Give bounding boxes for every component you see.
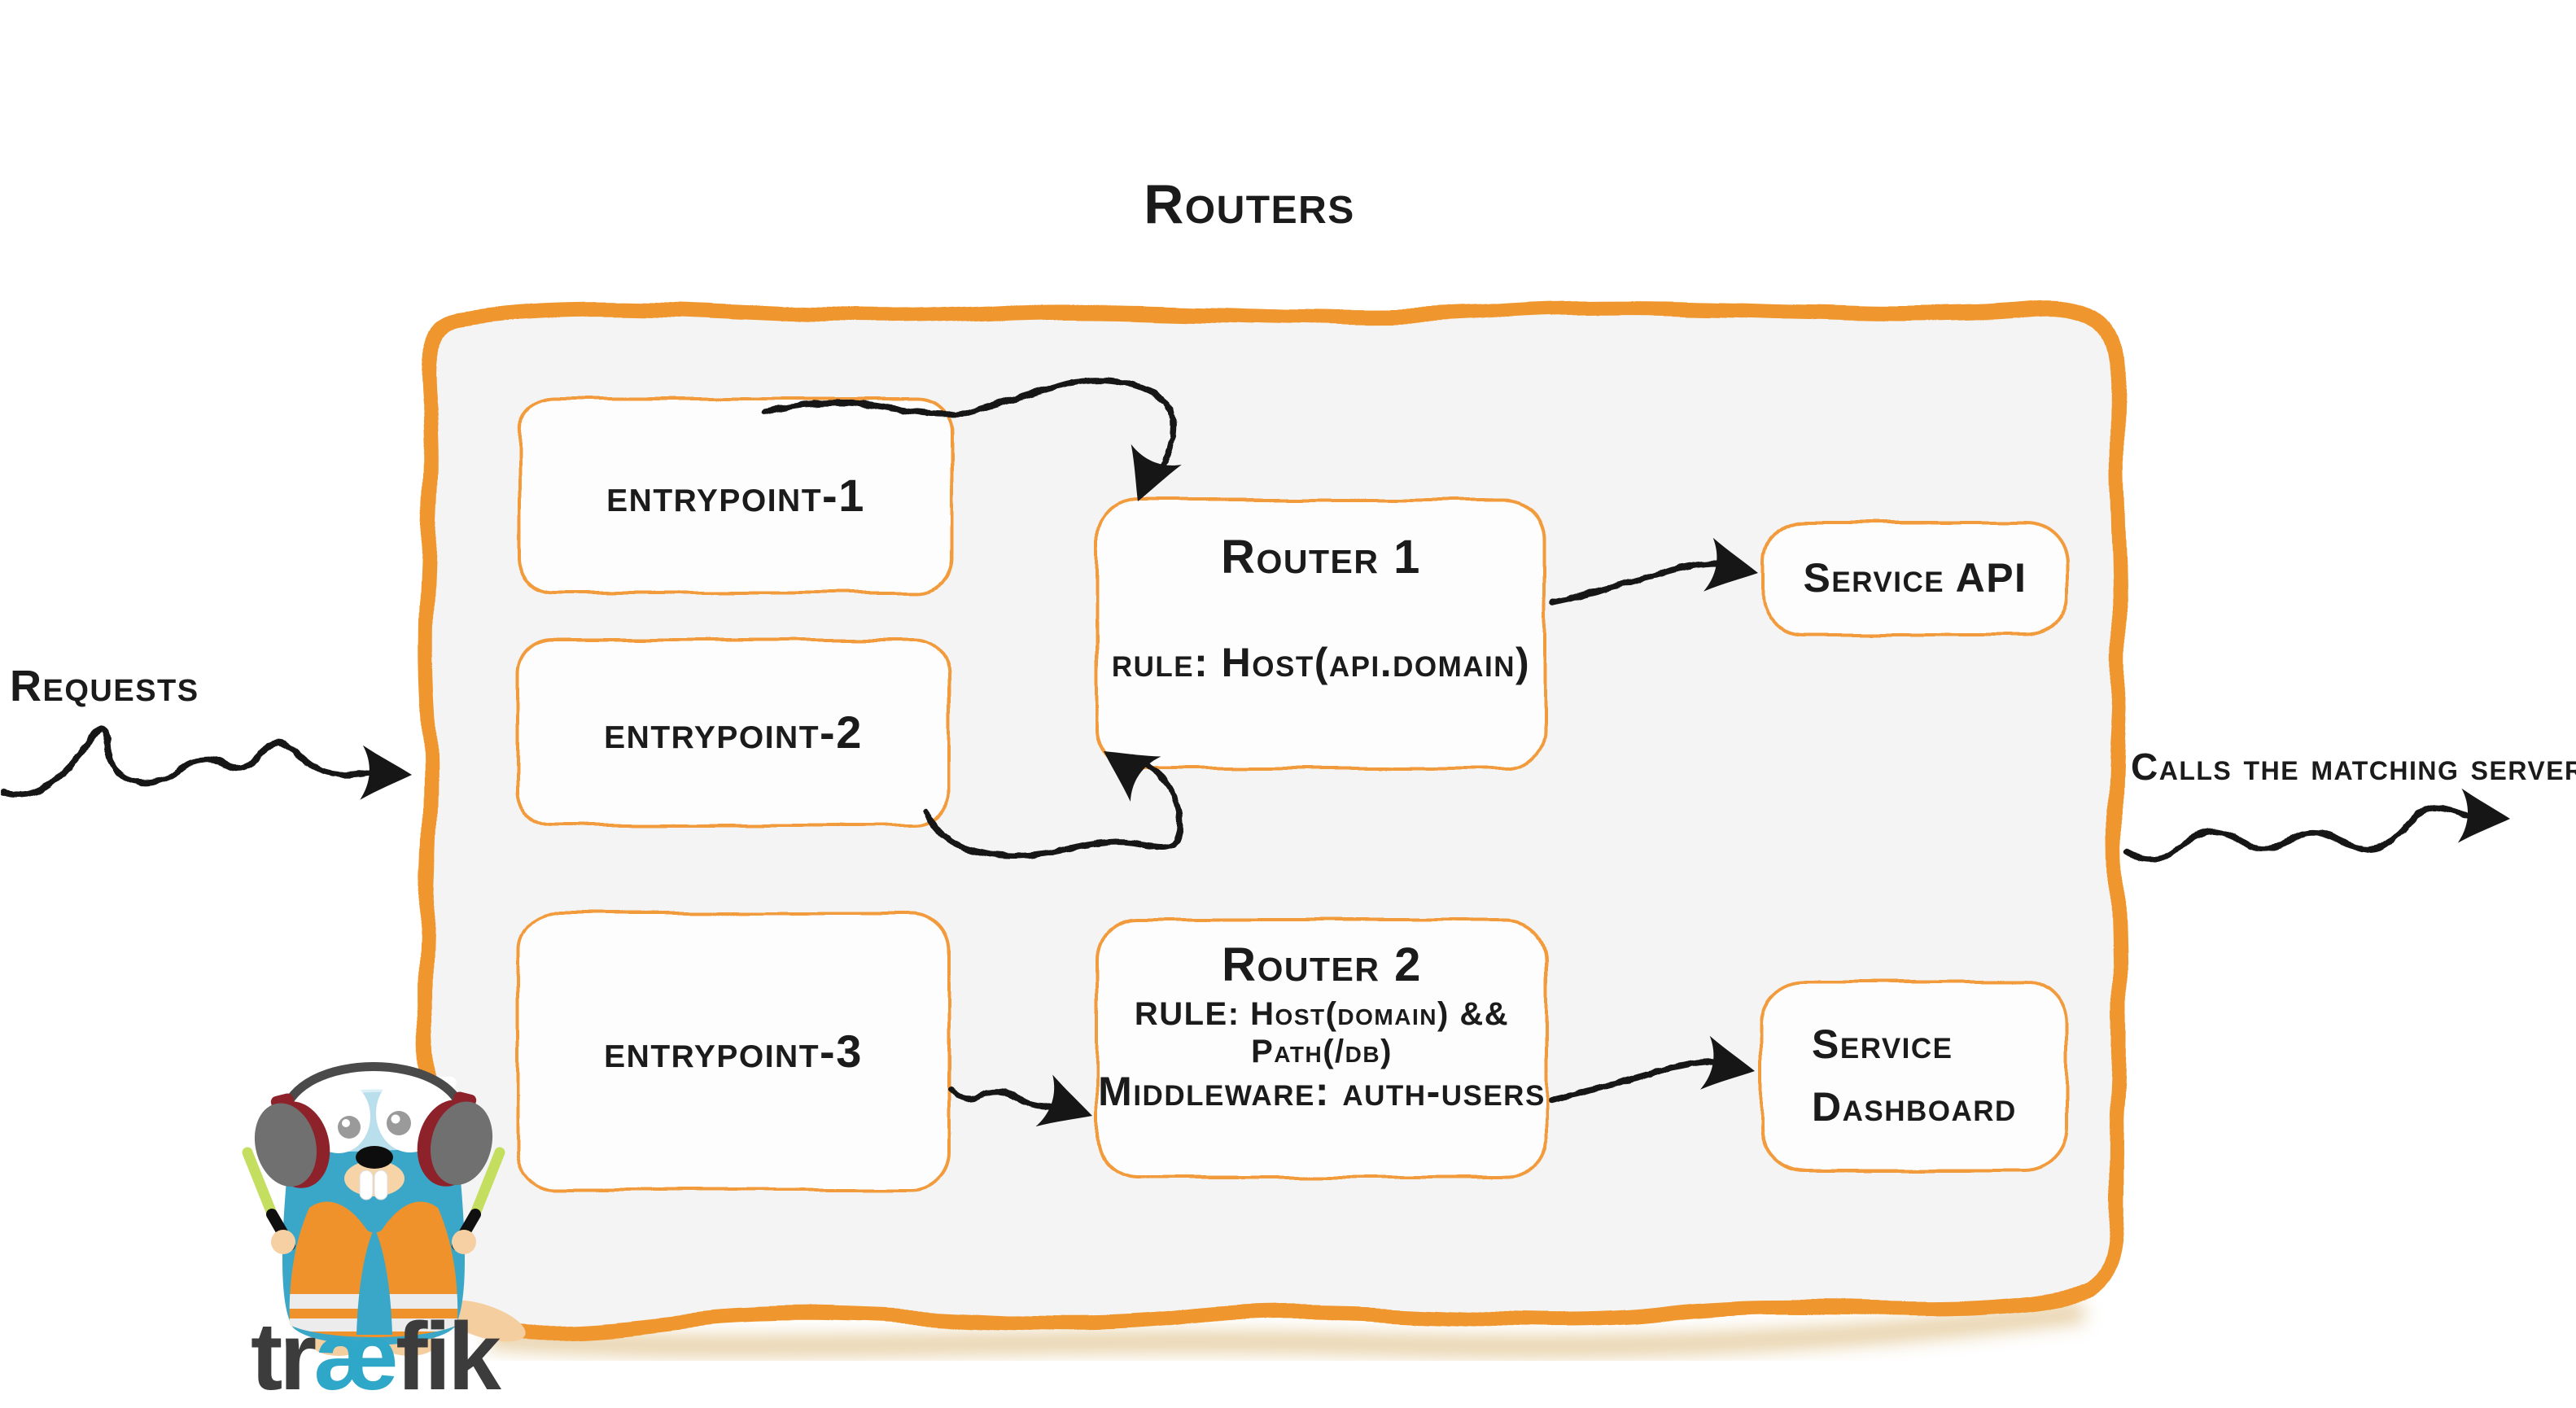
service-api-box bbox=[1761, 521, 2069, 636]
headphones-band bbox=[282, 1068, 465, 1125]
marshalling-wand-right bbox=[468, 1147, 505, 1223]
headphone-earcup-right bbox=[417, 1091, 493, 1187]
gopher-nose bbox=[356, 1146, 393, 1169]
gopher-tooth bbox=[374, 1170, 388, 1200]
wordmark-tr: tr bbox=[251, 1303, 317, 1408]
traefik-gopher-mascot bbox=[242, 1062, 526, 1356]
router1-to-service-api-arrow bbox=[1550, 560, 1737, 606]
entrypoint-1-box bbox=[518, 397, 954, 594]
calls-matching-server-arrow bbox=[2123, 804, 2484, 863]
gopher-hand bbox=[271, 1230, 295, 1254]
arrow-heads bbox=[360, 444, 2510, 1127]
entrypoint-1-label: entrypoint-1 bbox=[606, 469, 865, 521]
router-2-rule: RULE: Host(domain) && Path(/db) bbox=[1134, 996, 1510, 1069]
router-1-title: Router 1 bbox=[1221, 530, 1421, 584]
diagram-title: Routers bbox=[1144, 173, 1355, 235]
gopher-tail bbox=[440, 1300, 526, 1342]
router-2-middleware: Middleware: auth-users bbox=[1098, 1069, 1546, 1115]
router-1-rule: rule: Host(api.domain) bbox=[1111, 640, 1531, 686]
requests-arrow bbox=[0, 725, 378, 798]
container-shadow bbox=[487, 1301, 2085, 1358]
calls-matching-server-label: Calls the matching server bbox=[2131, 746, 2576, 788]
router-2-box bbox=[1096, 918, 1548, 1178]
entrypoint-2-box bbox=[516, 638, 951, 827]
entrypoint1-to-router1-arrow bbox=[762, 377, 1176, 475]
service-dashboard-label: Service Dashboard bbox=[1761, 982, 2067, 1170]
wordmark-fik: fik bbox=[396, 1303, 501, 1408]
entrypoint-2-label: entrypoint-2 bbox=[604, 706, 863, 758]
entrypoint2-to-router1-arrow bbox=[923, 754, 1183, 859]
router-2-title: Router 2 bbox=[1222, 938, 1422, 991]
vest-center-opening bbox=[356, 1227, 392, 1335]
router-1-box bbox=[1096, 498, 1546, 770]
requests-label: Requests bbox=[10, 662, 199, 711]
marshalling-wand-left bbox=[242, 1147, 279, 1223]
wordmark-ae: æ bbox=[313, 1303, 399, 1408]
headphones-band-top bbox=[278, 1062, 469, 1118]
gopher-hand bbox=[452, 1230, 476, 1254]
traefik-wordmark: træfik bbox=[251, 1309, 501, 1405]
service-dashboard-box bbox=[1760, 980, 2069, 1172]
service-api-label: Service API bbox=[1803, 555, 2027, 601]
entrypoint3-to-router2-arrow bbox=[949, 1086, 1069, 1110]
gopher-tooth bbox=[359, 1170, 374, 1200]
entrypoint-3-box bbox=[516, 912, 951, 1192]
router2-to-service-dashboard-arrow bbox=[1548, 1058, 1735, 1104]
entrypoint-3-label: entrypoint-3 bbox=[604, 1025, 863, 1077]
headphone-earcup-left bbox=[254, 1093, 330, 1188]
service-dashboard-text: Service Dashboard bbox=[1812, 1021, 2017, 1130]
